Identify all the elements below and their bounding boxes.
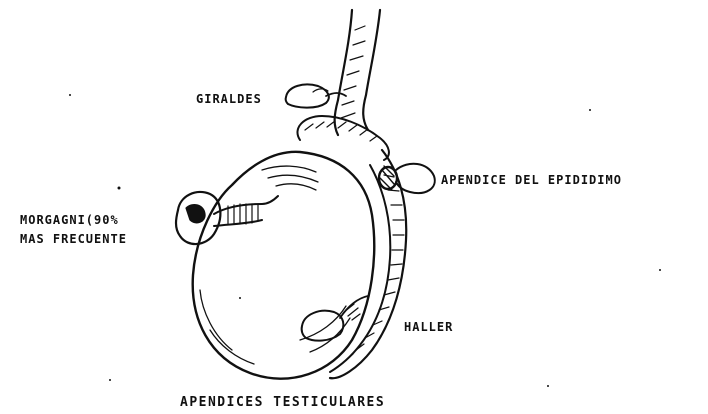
epididymis-appendix-label: APENDICE DEL EPIDIDIMO	[441, 173, 622, 187]
morgagni-label-line2: MAS FRECUENTE	[20, 232, 127, 246]
epididymis-appendix	[379, 164, 435, 193]
figure-caption: APENDICES TESTICULARES	[180, 396, 385, 410]
giraldes-label: GIRALDES	[196, 92, 262, 106]
scan-specks	[69, 94, 661, 387]
morgagni-label-line1: MORGAGNI(90%	[20, 213, 119, 227]
morgagni-appendix	[176, 192, 278, 244]
testis-body	[193, 152, 375, 379]
haller-appendix	[302, 296, 368, 341]
haller-label: HALLER	[404, 320, 453, 334]
spermatic-cord	[335, 10, 380, 135]
